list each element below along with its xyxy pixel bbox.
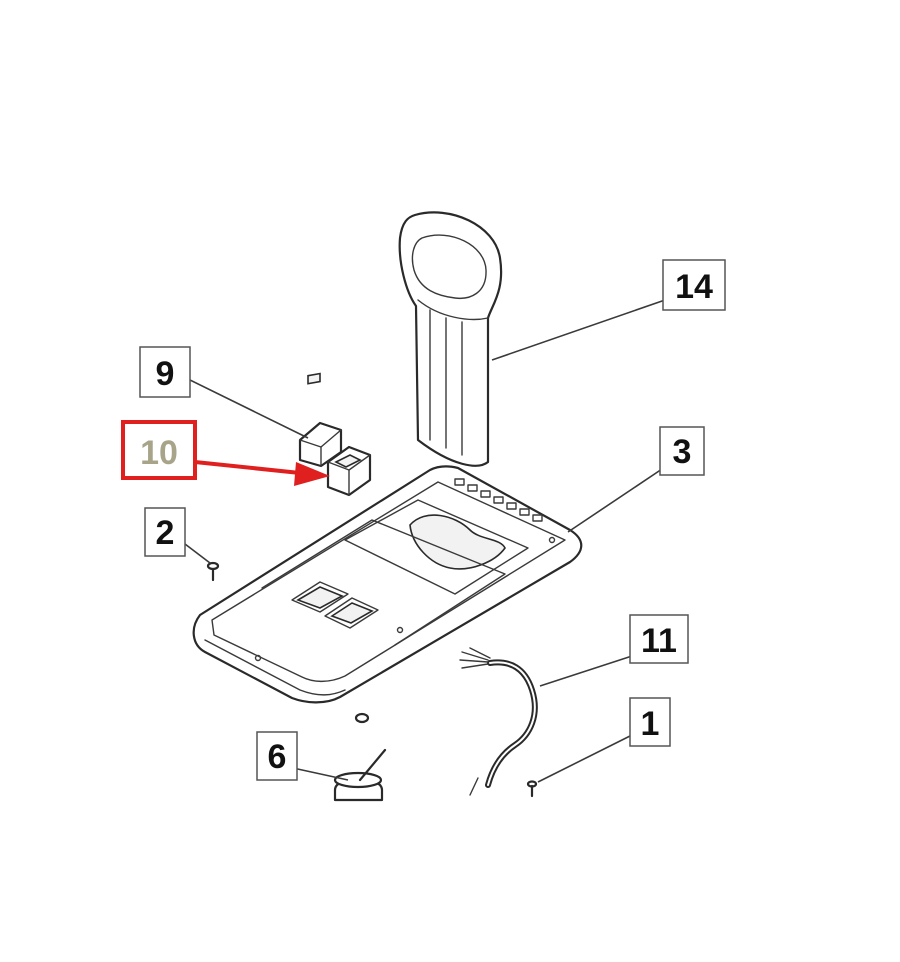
leader-3	[567, 466, 666, 533]
callout-2[interactable]: 2	[144, 507, 186, 557]
highlight-arrow	[194, 460, 330, 486]
part-2-screw	[206, 561, 220, 582]
svg-text:2: 2	[156, 514, 175, 552]
part-6-cup	[333, 748, 387, 802]
svg-text:9: 9	[156, 355, 175, 393]
part-10-switch	[326, 445, 372, 497]
svg-text:1: 1	[641, 705, 660, 743]
callout-14[interactable]: 14	[662, 259, 726, 311]
leader-14	[491, 299, 666, 361]
svg-text:14: 14	[675, 268, 713, 306]
leader-6	[292, 767, 349, 781]
vent-slots	[454, 478, 543, 522]
leader-1	[537, 735, 631, 783]
callout-1[interactable]: 1	[629, 697, 671, 747]
svg-text:11: 11	[641, 622, 677, 660]
part-11-cable	[459, 647, 538, 796]
callout-6[interactable]: 6	[256, 731, 298, 781]
part-9-switch	[298, 372, 343, 468]
leader-11	[539, 655, 633, 687]
part-3-console-cover	[192, 465, 583, 704]
svg-text:6: 6	[268, 738, 287, 776]
leader-2	[184, 543, 211, 564]
callout-10-highlighted[interactable]: 10	[121, 420, 197, 480]
leader-9	[189, 379, 309, 439]
svg-text:10: 10	[140, 434, 178, 472]
callout-3[interactable]: 3	[659, 426, 705, 476]
part-14-armrest	[398, 211, 503, 467]
part-1-screw	[526, 780, 538, 798]
callout-11[interactable]: 11	[629, 614, 689, 664]
washer	[354, 712, 370, 724]
callout-9[interactable]: 9	[139, 346, 191, 398]
svg-text:3: 3	[673, 433, 692, 471]
